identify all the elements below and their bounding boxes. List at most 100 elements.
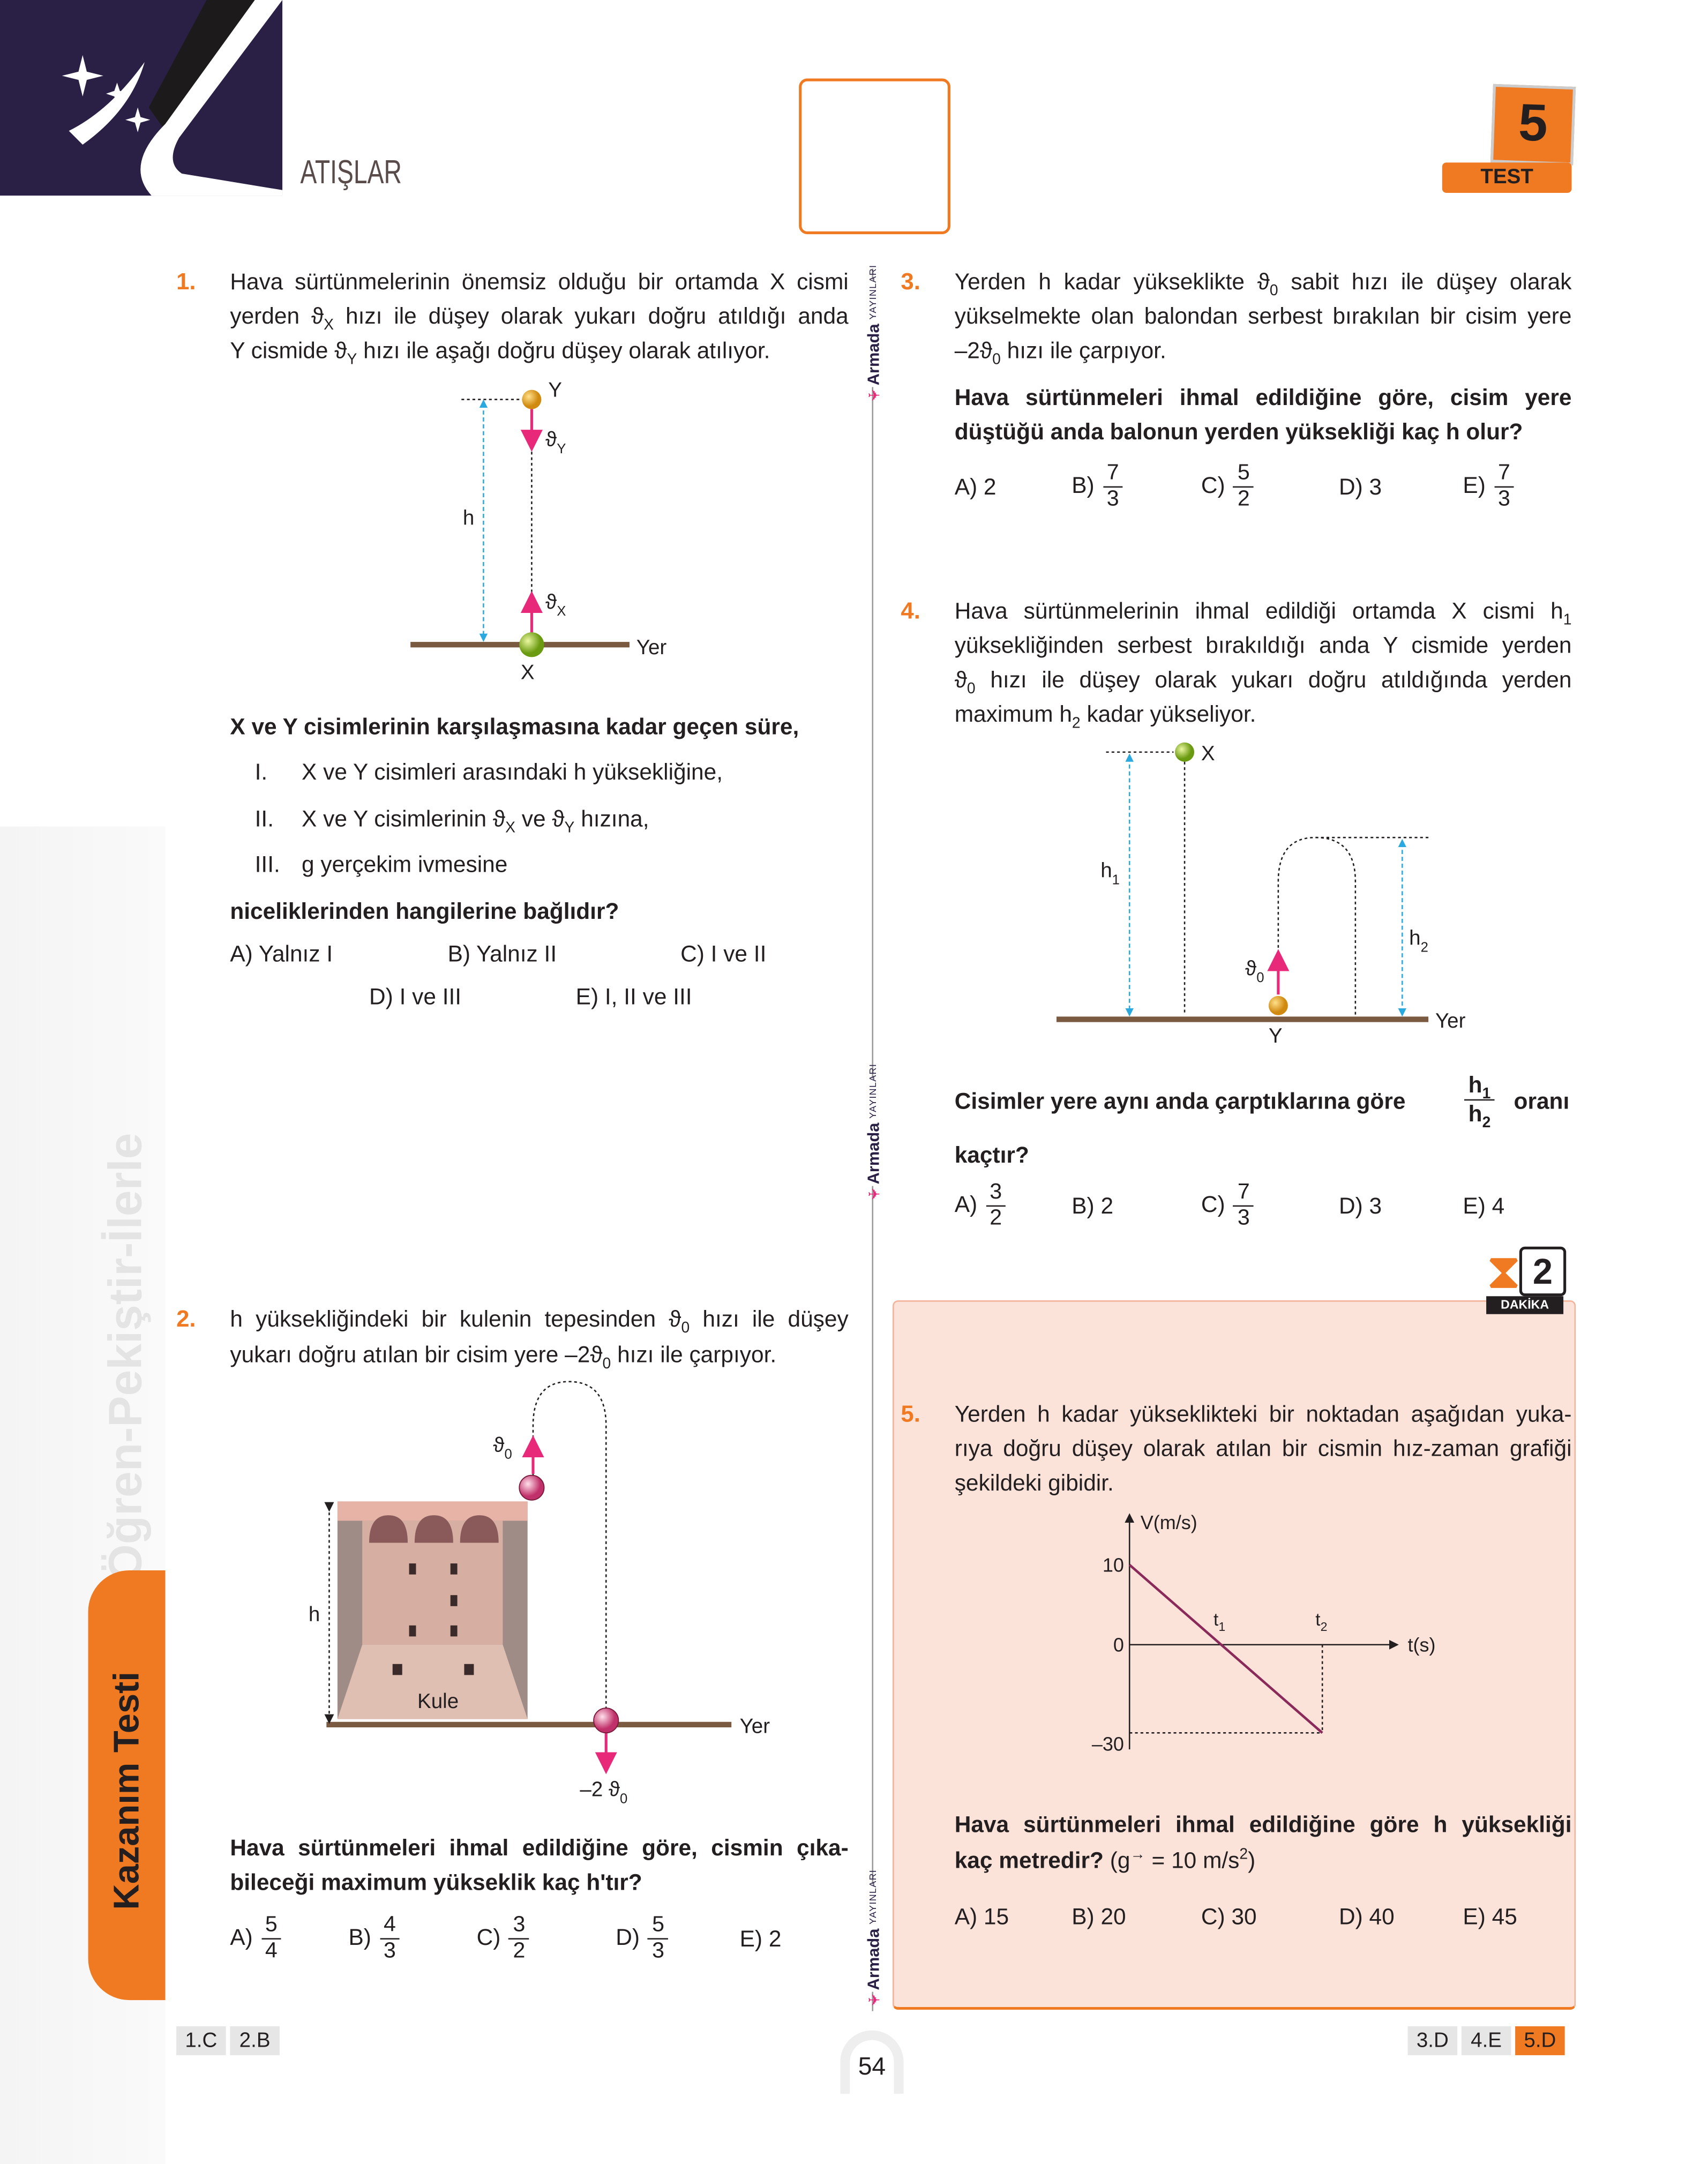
option-d[interactable]: D) 40 (1339, 1903, 1395, 1933)
y-tick: 0 (1113, 1634, 1124, 1656)
kazanim-tab (88, 1570, 166, 2001)
text-run: hızı ile çarpıyor. (611, 1343, 777, 1368)
q1-item-num: I. (254, 760, 268, 785)
option-label: B) (1072, 474, 1095, 499)
text-run: rıya doğru düşey olarak atılan bir cismi… (954, 1436, 1572, 1462)
label-h: h (463, 507, 474, 530)
numerator: 5 (1233, 461, 1254, 488)
text-run: (g (1110, 1848, 1130, 1874)
numerator: 3 (985, 1180, 1006, 1207)
y-tick: –30 (1092, 1733, 1124, 1755)
q1-item-text: X ve Y cisimleri arasındaki h yüksekliği… (302, 758, 723, 788)
q2-question: bileceği maximum yükseklik kaç h'tır? (230, 1870, 642, 1896)
option-label: E) (1463, 474, 1486, 499)
option-e[interactable]: E) 4 (1463, 1192, 1504, 1222)
question-number: 2. (176, 1306, 196, 1332)
q5-question: kaç metredir? (954, 1848, 1104, 1874)
ball-x (1175, 742, 1195, 762)
denominator: 2 (513, 1939, 526, 1963)
text-run: maximum h (954, 702, 1072, 728)
option-e[interactable]: E) 2 (740, 1925, 782, 1955)
subscript: 0 (681, 1320, 690, 1335)
trajectory (532, 1381, 607, 1709)
label-h1: h1 (1100, 859, 1120, 888)
x-tick-sub: 1 (1218, 1620, 1225, 1634)
text-run: yüksekliğinden serbest bırakıldığı anda … (954, 633, 1572, 658)
label-v0: ϑ0 (1245, 957, 1264, 985)
label-v0-base: ϑ (1245, 957, 1256, 980)
text-run: Hava sürtünmelerinin önemsiz olduğu bir … (230, 269, 849, 295)
q3-text-line: Yerden h kadar yükseklikte ϑ0 sabit hızı… (955, 267, 1572, 297)
option-e[interactable]: E) 45 (1463, 1903, 1517, 1933)
q4-text-line: yüksekliğinden serbest bırakıldığı anda … (955, 631, 1572, 662)
option-a[interactable]: A) 15 (955, 1903, 1009, 1933)
option-b[interactable]: B) 2 (1072, 1192, 1113, 1222)
q5-text-line: rıya doğru düşey olarak atılan bir cismi… (955, 1434, 1572, 1464)
option-label: C) (1201, 1193, 1225, 1218)
x-tick-base: t (1315, 1610, 1321, 1630)
option-c[interactable]: C) 30 (1201, 1903, 1257, 1933)
option-label: D) 3 (1339, 1194, 1382, 1219)
q4-text-line: Hava sürtünmelerinin ihmal edildiği orta… (955, 596, 1572, 626)
q5-question-line: kaç metredir? (g→ = 10 m/s2) (955, 1846, 1256, 1876)
label-vx-base: ϑ (545, 590, 557, 613)
x-tick-t1: t1 (1213, 1610, 1225, 1634)
option-d[interactable]: D) 3 (1339, 1192, 1382, 1222)
q3-text-line: –2ϑ0 hızı ile çarpıyor. (955, 336, 1166, 369)
subscript: 0 (992, 351, 1001, 369)
denominator: 4 (265, 1939, 278, 1963)
label-vfinal: –2 ϑ0 (580, 1778, 627, 1807)
superscript: 2 (1239, 1846, 1248, 1863)
option-b[interactable]: B) 20 (1072, 1903, 1126, 1933)
q1-item-num: III. (254, 852, 280, 878)
option-d[interactable]: D) I ve III (369, 985, 462, 1010)
q4-ratio: h1 h2 (1464, 1072, 1495, 1130)
option-d[interactable]: D) 3 (1339, 473, 1382, 503)
option-label: D) 40 (1339, 1905, 1395, 1930)
q4-question-post: oranı (1514, 1089, 1570, 1114)
text-run: h (1468, 1102, 1482, 1127)
q1-item-text: g yerçekim ivmesine (302, 850, 507, 880)
option-e[interactable]: E) I, II ve III (575, 985, 692, 1010)
option-a[interactable]: A) 2 (955, 473, 997, 503)
q4-question-end: kaçtır? (954, 1143, 1029, 1169)
denominator: 2 (1237, 488, 1250, 511)
option-label: E) 4 (1463, 1194, 1505, 1219)
text-run: hızı ile düşey olarak yukarı doğru atıld… (334, 304, 849, 330)
label-vfinal-base: –2 ϑ (580, 1778, 620, 1801)
option-label: C) (476, 1925, 501, 1951)
denominator: 3 (384, 1939, 396, 1963)
option-label: E) 45 (1463, 1905, 1517, 1930)
label-ground: Yer (1435, 1009, 1466, 1032)
answer-key-item: 4.E (1461, 2026, 1511, 2055)
label-vy: ϑY (545, 428, 566, 456)
question-number: 1. (176, 268, 196, 295)
numerator: 5 (261, 1913, 282, 1940)
option-b[interactable]: B) Yalnız II (447, 942, 557, 967)
velocity-line (1128, 1563, 1323, 1734)
option-a[interactable]: A) Yalnız I (230, 942, 333, 967)
q4-text-line: maximum h2 kadar yükseliyor. (954, 700, 1256, 731)
q1-item-text: X ve Y cisimlerinin ϑX ve ϑY hızına, (302, 804, 649, 836)
text-run: Yerden h kadar yükseklikteki bir noktada… (954, 1402, 1572, 1427)
option-c[interactable]: C) I ve II (680, 942, 767, 967)
tower-windows (392, 1563, 474, 1675)
numerator: 5 (648, 1913, 669, 1940)
question-number: 3. (901, 268, 920, 295)
label-y: Y (548, 378, 562, 401)
q2-text-line: h yüksekliğindeki bir kulenin tepesinden… (230, 1305, 848, 1335)
label-tower: Kule (417, 1690, 459, 1713)
